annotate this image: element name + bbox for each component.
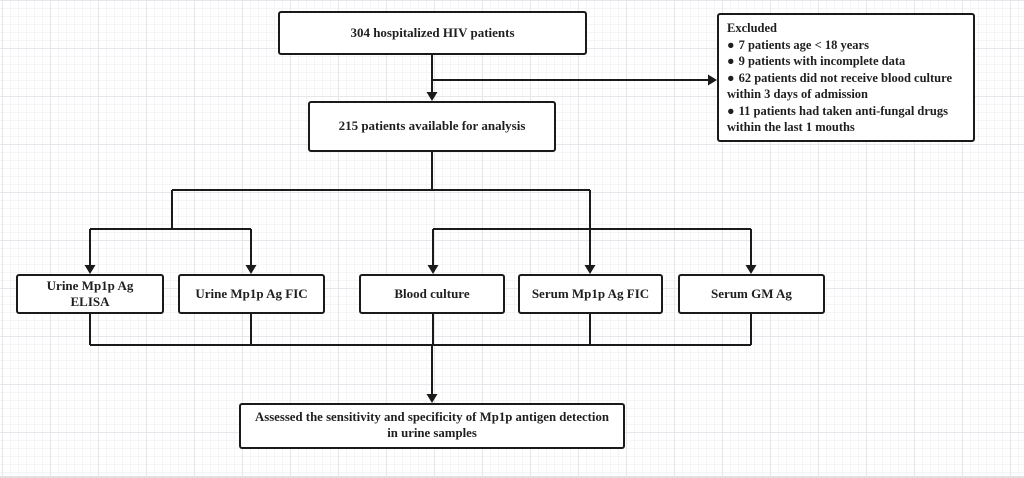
connector-tests-to-outcome bbox=[89, 314, 752, 403]
excluded-item: ●9 patients with incomplete data bbox=[727, 54, 906, 68]
excluded-item: ●62 patients did not receive blood cultu… bbox=[727, 70, 952, 102]
node-urine-mp1p-ag-elisa-label: Urine Mp1p Ag ELISA bbox=[46, 277, 134, 309]
bullet-icon: ● bbox=[727, 103, 735, 118]
node-urine-mp1p-ag-elisa: Urine Mp1p Ag ELISA bbox=[16, 274, 164, 314]
node-serum-mp1p-ag-fic: Serum Mp1p Ag FIC bbox=[518, 274, 663, 314]
connector-top-to-analysis bbox=[426, 55, 438, 101]
node-excluded: Excluded ●7 patients age < 18 years ●9 p… bbox=[717, 13, 975, 142]
node-serum-mp1p-ag-fic-label: Serum Mp1p Ag FIC bbox=[531, 285, 650, 301]
node-serum-gm-ag: Serum GM Ag bbox=[678, 274, 825, 314]
connector-to-excluded bbox=[432, 74, 717, 86]
node-outcome-label: Assessed the sensitivity and specificity… bbox=[254, 410, 610, 440]
node-available-for-analysis-label: 215 patients available for analysis bbox=[338, 118, 526, 134]
bullet-icon: ● bbox=[727, 37, 735, 52]
node-urine-mp1p-ag-fic: Urine Mp1p Ag FIC bbox=[178, 274, 325, 314]
bullet-icon: ● bbox=[727, 54, 735, 68]
excluded-item: ●11 patients had taken anti-fungal drugs… bbox=[727, 103, 948, 135]
node-blood-culture: Blood culture bbox=[359, 274, 505, 314]
excluded-title: Excluded bbox=[727, 21, 778, 35]
bullet-icon: ● bbox=[727, 70, 735, 85]
node-hospitalized-patients: 304 hospitalized HIV patients bbox=[278, 11, 587, 55]
node-outcome: Assessed the sensitivity and specificity… bbox=[239, 403, 625, 449]
node-available-for-analysis: 215 patients available for analysis bbox=[308, 101, 556, 152]
connector-analysis-to-tests bbox=[84, 152, 757, 274]
excluded-item: ●7 patients age < 18 years bbox=[727, 37, 869, 52]
node-blood-culture-label: Blood culture bbox=[394, 285, 470, 301]
node-serum-gm-ag-label: Serum GM Ag bbox=[711, 285, 792, 301]
node-urine-mp1p-ag-fic-label: Urine Mp1p Ag FIC bbox=[195, 285, 308, 301]
node-hospitalized-patients-label: 304 hospitalized HIV patients bbox=[350, 24, 515, 40]
